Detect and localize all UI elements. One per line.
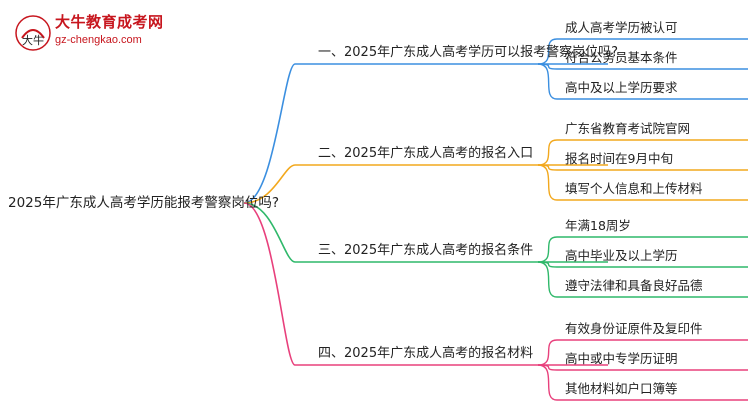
branch-2-connector (243, 164, 296, 204)
branch-1-leaf-3: 高中及以上学历要求 (565, 80, 678, 95)
branch-3-leaf-1-connector (537, 236, 558, 263)
branch-4-leaf-1-connector (537, 339, 558, 366)
branch-4-leaf-1: 有效身份证原件及复印件 (565, 321, 703, 336)
branch-3-connector (243, 202, 296, 263)
root-topic: 2025年广东成人高考学历能报考警察岗位吗? (8, 195, 280, 211)
branch-1-label: 一、2025年广东成人高考学历可以报考警察岗位吗? (318, 45, 618, 60)
branch-4-label: 四、2025年广东成人高考的报名材料 (318, 346, 534, 361)
branch-2-leaf-1-connector (537, 139, 558, 166)
branch-1-leaf-3-connector (537, 63, 558, 100)
branch-1-leaf-2: 符合公务员基本条件 (565, 50, 678, 65)
branch-3-label: 三、2025年广东成人高考的报名条件 (318, 243, 534, 258)
logo-text: 大牛 (22, 33, 44, 47)
branch-4-connector (243, 202, 296, 366)
branch-2-leaf-2: 报名时间在9月中旬 (565, 151, 673, 166)
brand-logo-icon: 大牛 (15, 15, 51, 51)
brand-name: 大牛教育成考网 (55, 13, 164, 31)
branch-2-label: 二、2025年广东成人高考的报名入口 (318, 146, 534, 161)
branch-2-leaf-3: 填写个人信息和上传材料 (565, 181, 703, 196)
branch-1-leaf-1: 成人高考学历被认可 (565, 20, 678, 35)
branch-4-leaf-3: 其他材料如户口簿等 (565, 381, 678, 396)
branch-1-leaf-1-connector (537, 38, 558, 65)
branch-3-leaf-3: 遵守法律和具备良好品德 (565, 278, 703, 293)
branch-4-leaf-2: 高中或中专学历证明 (565, 351, 678, 366)
branch-3-leaf-3-connector (537, 261, 558, 298)
branch-4-leaf-3-connector (537, 364, 558, 401)
branch-3-leaf-1: 年满18周岁 (565, 218, 631, 233)
branch-2-leaf-1: 广东省教育考试院官网 (565, 121, 691, 136)
branch-1-connector (243, 63, 296, 204)
branch-3-leaf-2: 高中毕业及以上学历 (565, 248, 678, 263)
brand-url: gz-chengkao.com (55, 34, 142, 46)
mindmap-edges (243, 38, 748, 401)
branch-2-leaf-3-connector (537, 164, 558, 201)
